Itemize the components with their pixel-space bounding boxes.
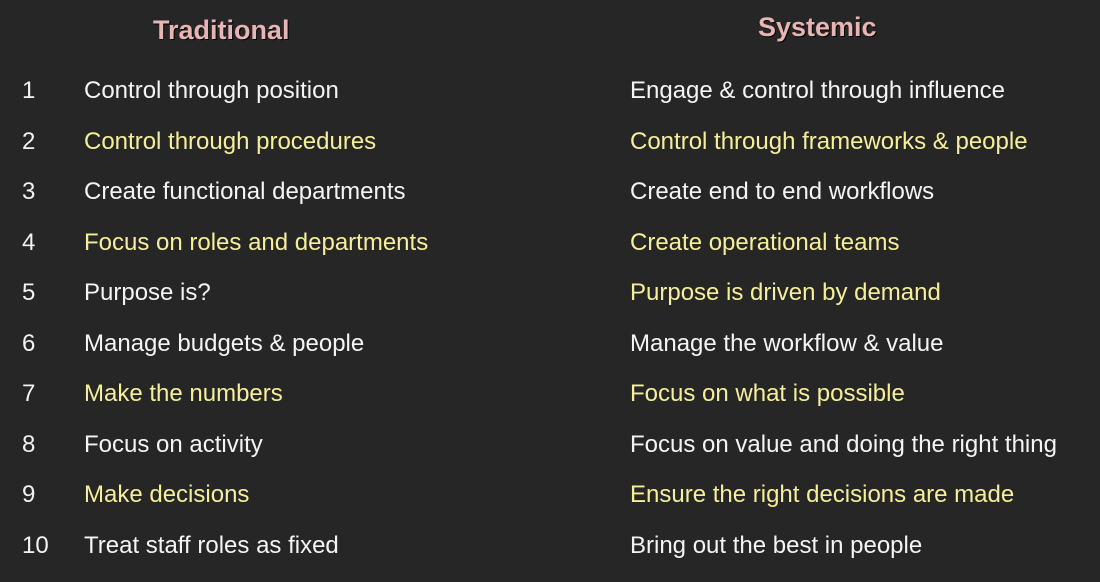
table-row: 8 Focus on activity Focus on value and d…	[0, 431, 1100, 481]
table-row: 10 Treat staff roles as fixed Bring out …	[0, 532, 1100, 582]
traditional-item: Purpose is?	[84, 279, 211, 306]
traditional-item: Make the numbers	[84, 380, 283, 407]
table-row: 6 Manage budgets & people Manage the wor…	[0, 330, 1100, 380]
row-number: 9	[22, 481, 36, 508]
systemic-item: Control through frameworks & people	[630, 128, 1028, 155]
traditional-item: Focus on roles and departments	[84, 229, 429, 256]
row-number: 8	[22, 431, 36, 458]
table-row: 9 Make decisions Ensure the right decisi…	[0, 481, 1100, 531]
systemic-item: Focus on value and doing the right thing	[630, 431, 1057, 458]
table-row: 1 Control through position Engage & cont…	[0, 77, 1100, 127]
row-number: 2	[22, 128, 36, 155]
systemic-header: Systemic	[758, 12, 877, 42]
traditional-item: Make decisions	[84, 481, 250, 508]
traditional-header: Traditional	[153, 15, 290, 45]
systemic-item: Engage & control through influence	[630, 77, 1005, 104]
row-number: 1	[22, 77, 36, 104]
systemic-item: Bring out the best in people	[630, 532, 923, 559]
row-number: 4	[22, 229, 36, 256]
row-number: 3	[22, 178, 36, 205]
traditional-item: Control through procedures	[84, 128, 377, 155]
systemic-item: Create operational teams	[630, 229, 900, 256]
row-number: 7	[22, 380, 36, 407]
traditional-item: Create functional departments	[84, 178, 406, 205]
traditional-item: Focus on activity	[84, 431, 263, 458]
systemic-item: Create end to end workflows	[630, 178, 935, 205]
table-row: 4 Focus on roles and departments Create …	[0, 229, 1100, 279]
systemic-item: Focus on what is possible	[630, 380, 905, 407]
table-row: 2 Control through procedures Control thr…	[0, 128, 1100, 178]
systemic-item: Purpose is driven by demand	[630, 279, 941, 306]
row-number: 6	[22, 330, 36, 357]
systemic-item: Ensure the right decisions are made	[630, 481, 1015, 508]
traditional-item: Treat staff roles as fixed	[84, 532, 339, 559]
table-row: 5 Purpose is? Purpose is driven by deman…	[0, 279, 1100, 329]
row-number: 5	[22, 279, 36, 306]
table-row: 3 Create functional departments Create e…	[0, 178, 1100, 228]
traditional-item: Manage budgets & people	[84, 330, 365, 357]
traditional-item: Control through position	[84, 77, 339, 104]
table-row: 7 Make the numbers Focus on what is poss…	[0, 380, 1100, 430]
row-number: 10	[22, 532, 49, 559]
systemic-item: Manage the workflow & value	[630, 330, 944, 357]
